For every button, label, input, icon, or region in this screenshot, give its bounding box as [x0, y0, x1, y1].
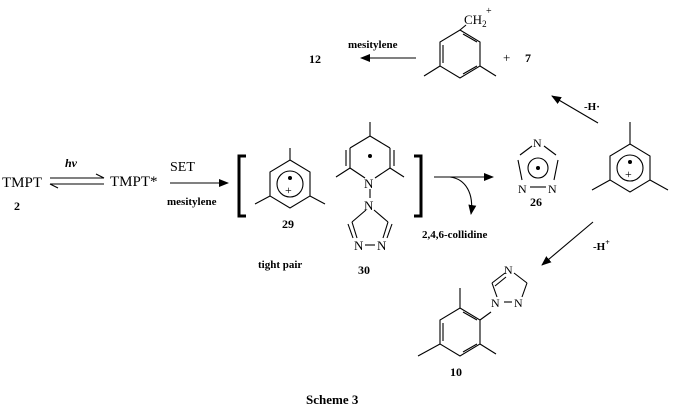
ch2-charge: +: [486, 6, 492, 17]
tmpt-excited-label: TMPT*: [110, 174, 158, 190]
tmpt-label: TMPT: [2, 175, 42, 191]
minus-h-plus-label: -H+: [593, 238, 610, 253]
plus-sign: +: [503, 50, 510, 65]
mesitylene-label-2: mesitylene: [348, 39, 398, 51]
radical-dot: [628, 160, 632, 164]
compound-number-12: 12: [309, 52, 321, 66]
compound-number-10: 10: [450, 365, 462, 379]
compound-number-2: 2: [14, 199, 20, 213]
triazolyl-26-n-bottom-left: N: [518, 182, 527, 196]
collidine-label: 2,4,6-collidine: [422, 229, 488, 241]
radical-dot: [536, 166, 540, 170]
deprotonation-arrow: [541, 221, 594, 266]
mesitylene-radical-cation-right: [591, 122, 669, 193]
triazolyl-26-n-top: N: [533, 136, 542, 150]
tight-pair-bracket-right: [414, 154, 423, 218]
scheme-caption: Scheme 3: [306, 392, 359, 407]
triazolyl-n4: N: [377, 238, 387, 253]
cation-charge-29: +: [285, 183, 292, 197]
pyridinyl-radical-30: [335, 122, 405, 198]
tight-pair-label: tight pair: [258, 259, 302, 271]
triazole-10-n2: N: [514, 296, 523, 310]
compound-number-7: 7: [525, 51, 531, 65]
compound-number-29: 29: [282, 217, 294, 231]
hv-label: hv: [65, 156, 78, 170]
minus-h-radical-label: -H·: [584, 101, 600, 113]
collidine-release-arrow: [449, 176, 477, 215]
triazolyl-ring-30: [347, 209, 393, 246]
mesityl-triazole-10: [417, 272, 528, 357]
set-label: SET: [170, 160, 195, 175]
radical-dot: [368, 154, 372, 158]
triazole-10-n4: N: [504, 263, 513, 277]
hydrogen-abstraction-arrow: [551, 95, 599, 124]
triazole-10-n1: N: [491, 296, 500, 310]
triazolyl-26-n-bottom-right: N: [548, 182, 557, 196]
triazolyl-radical-26: [517, 145, 559, 188]
cation-charge-right: +: [625, 167, 632, 181]
triazolyl-n3: N: [354, 238, 364, 253]
radical-dot: [288, 176, 292, 180]
benzyl-cation: [423, 24, 497, 79]
ch2-group: CH2: [464, 12, 487, 29]
pyridinyl-nitrogen: N: [364, 176, 374, 191]
compound-number-26: 26: [530, 195, 542, 209]
triazolyl-n1: N: [364, 198, 374, 213]
equilibrium-arrow: [49, 173, 105, 189]
mesitylene-label-1: mesitylene: [167, 196, 217, 208]
compound-number-30: 30: [358, 263, 370, 277]
mesitylene-radical-cation-29: [254, 148, 326, 209]
tight-pair-bracket-left: [237, 154, 246, 218]
